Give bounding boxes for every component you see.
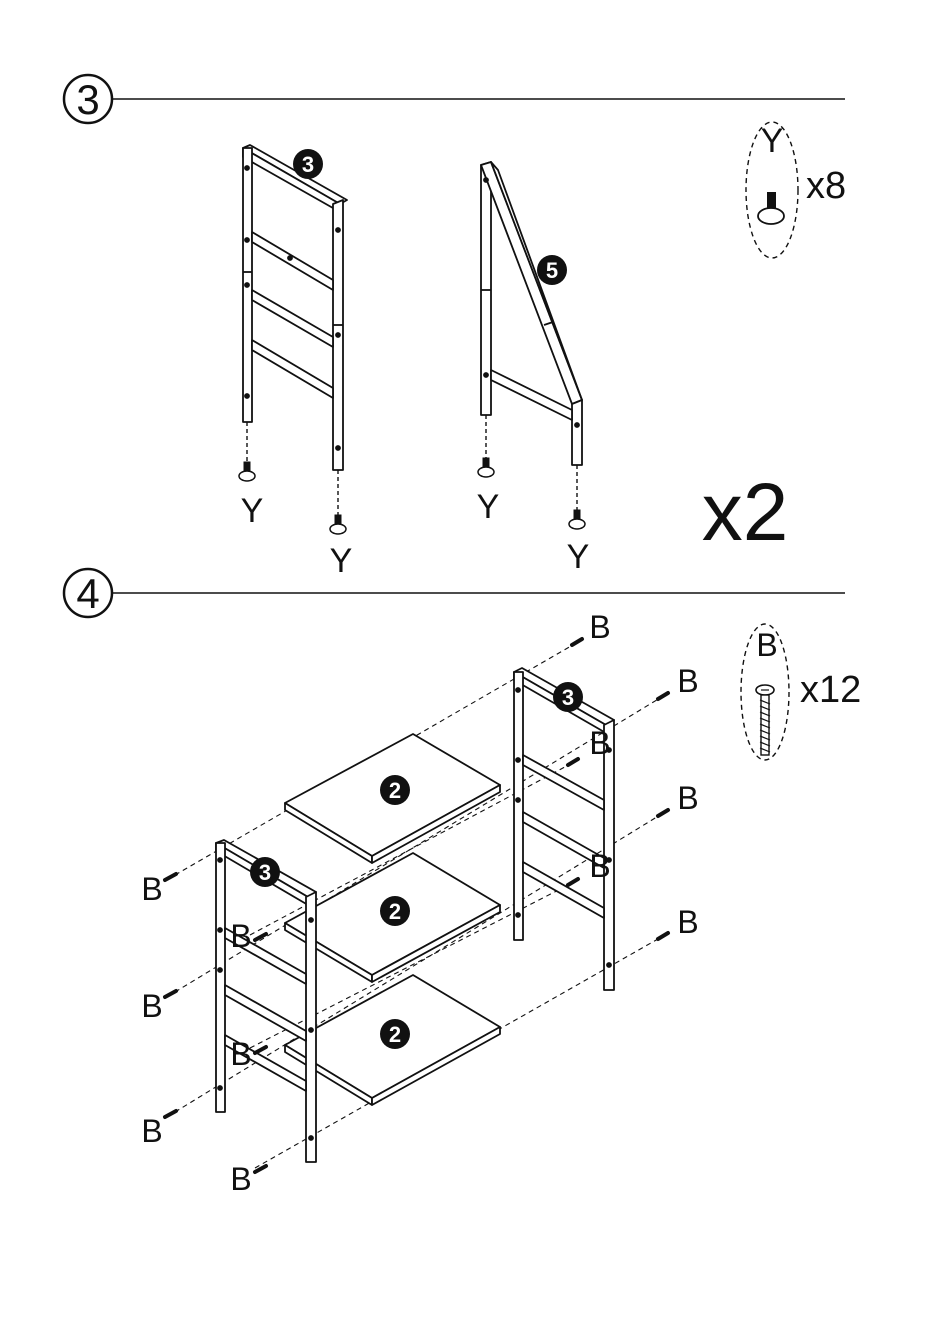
leveling-foot-icon xyxy=(239,458,585,534)
shelf-number: 2 xyxy=(389,1022,401,1047)
hardware-quantity: x8 xyxy=(806,165,846,207)
step-3-part-3-number: 3 xyxy=(302,152,314,177)
screw-icon xyxy=(756,685,774,755)
foot-label: Y xyxy=(567,538,590,576)
shelf-number: 2 xyxy=(389,899,401,924)
screw-label: B xyxy=(589,848,610,884)
screw-label: B xyxy=(677,904,698,940)
foot-label: Y xyxy=(477,488,500,526)
screw-label: B xyxy=(141,871,162,907)
step-3-header: 3 xyxy=(64,75,845,123)
screw-label: B xyxy=(230,1161,251,1197)
step-4-right-frame-number: 3 xyxy=(562,685,574,710)
screw-label: B xyxy=(230,1036,251,1072)
step-4-left-frame xyxy=(216,840,316,1162)
step-3-feet xyxy=(247,415,577,515)
hardware-quantity: x12 xyxy=(800,669,861,711)
screw-label: B xyxy=(589,725,610,761)
hardware-letter-y: Y xyxy=(761,122,784,160)
step-3-part-5-number: 5 xyxy=(546,258,558,283)
screw-label: B xyxy=(230,918,251,954)
step-3-part-5-badge: 5 xyxy=(537,255,567,285)
step-4-hardware-callout: B x12 xyxy=(741,624,861,760)
step-4-left-frame-number: 3 xyxy=(259,860,271,885)
step-3-number: 3 xyxy=(76,76,99,123)
step-3-part-3-badge: 3 xyxy=(293,149,323,179)
screw-label: B xyxy=(141,988,162,1024)
step-3-multiplier: x2 xyxy=(702,467,789,558)
screw-label: B xyxy=(589,609,610,645)
step-4-header: 4 xyxy=(64,569,845,617)
shelf-badge: 2 xyxy=(380,1019,410,1049)
hardware-letter-b: B xyxy=(756,627,777,663)
step-4-right-frame xyxy=(514,668,614,990)
screw-label: B xyxy=(677,663,698,699)
screw-label: B xyxy=(677,780,698,816)
leveling-foot-icon xyxy=(758,192,784,224)
step-4-left-frame-badge: 3 xyxy=(250,857,280,887)
shelf-badge: 2 xyxy=(380,775,410,805)
shelf-number: 2 xyxy=(389,778,401,803)
foot-label: Y xyxy=(241,492,264,530)
step-4-number: 4 xyxy=(76,570,99,617)
step-4-right-frame-badge: 3 xyxy=(553,682,583,712)
foot-label: Y xyxy=(330,542,353,580)
step-3-hardware-callout: Y x8 xyxy=(746,122,846,258)
screw-label: B xyxy=(141,1113,162,1149)
shelf-badge: 2 xyxy=(380,896,410,926)
step-3-frame-part-5 xyxy=(481,162,582,465)
step-3-frame-part-3 xyxy=(243,145,347,470)
